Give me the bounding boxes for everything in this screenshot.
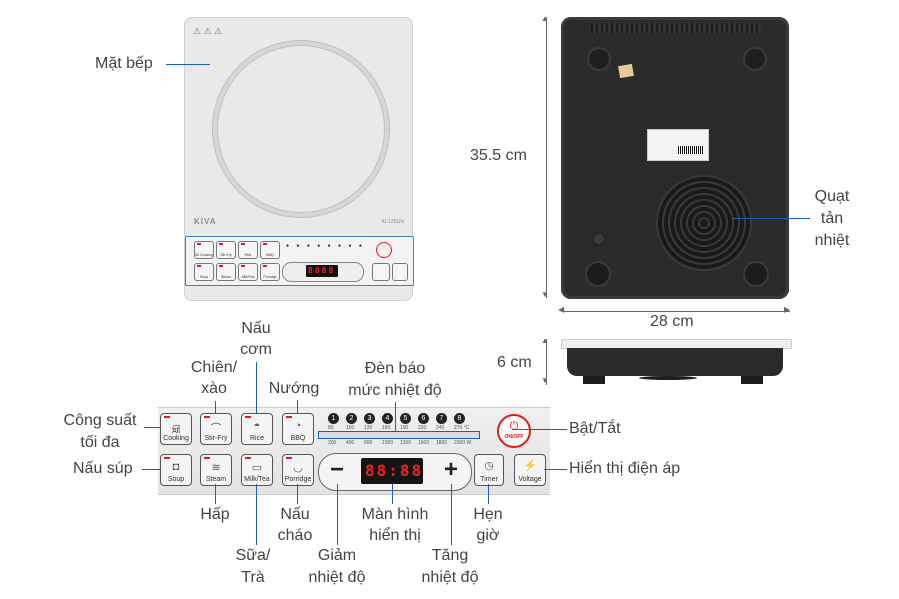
leader-rice [256, 362, 257, 414]
label-max-power-2: tối đa [80, 434, 120, 451]
dimension-height-label: 35.5 cm [470, 147, 527, 164]
increase-button[interactable]: + [443, 456, 458, 483]
label-increase-1: Tăng [431, 547, 469, 564]
label-decrease-1: Giảm [317, 547, 357, 564]
power-button[interactable]: ⏻ ON/OFF [497, 414, 531, 448]
temperature-indicator: 1 2 3 4 5 6 7 8 80 100 130 160 190 220 2… [318, 413, 480, 447]
timer-button[interactable]: ◷ Timer [474, 454, 504, 486]
brand-logo: KIVA [194, 217, 217, 226]
clock-icon: ◷ [484, 460, 494, 472]
cooking-zone-ring [213, 41, 389, 217]
steam-button[interactable]: ≋ Steam [200, 454, 232, 486]
leader-temp-indicator [395, 402, 396, 432]
dimension-width-line [562, 311, 790, 312]
label-decrease-2: nhiệt độ [308, 569, 366, 586]
rice-cooker-icon: ◓ [253, 420, 261, 432]
dimension-height-line [546, 17, 547, 298]
cooktop-image: ⚠ ⚠ ⚠ KIVA KI-125GN All Cooking Stir-Fry… [184, 17, 414, 301]
label-increase-2: nhiệt độ [421, 569, 479, 586]
label-display-2: hiển thị [369, 527, 421, 544]
bbq-button[interactable]: ◔ BBQ [282, 413, 314, 445]
rating-label [647, 129, 709, 161]
leader-display [392, 484, 393, 504]
leader-steam [215, 484, 216, 504]
label-onoff: Bật/Tắt [569, 420, 621, 437]
bowl-icon: ◡ [293, 462, 303, 474]
label-fan-3: nhiệt [814, 232, 850, 249]
label-milk-1: Sữa/ [235, 547, 271, 564]
label-porridge-1: Nấu [280, 506, 310, 523]
lightning-icon: ⚡ [523, 460, 537, 472]
label-fan-1: Quạt [814, 188, 850, 205]
label-timer-1: Hẹn [473, 506, 503, 523]
dimension-depth-label: 6 cm [497, 354, 532, 371]
label-porridge-2: cháo [277, 527, 313, 544]
leader-soup [142, 469, 161, 470]
leader-max-power [144, 427, 161, 428]
voltage-button[interactable]: ⚡ Voltage [514, 454, 546, 486]
label-steam: Hấp [200, 506, 230, 523]
wok-icon: ⌒ [210, 423, 222, 435]
warning-symbols: ⚠ ⚠ ⚠ [193, 26, 223, 36]
model-number: KI-125GN [381, 219, 404, 225]
vent-slots [591, 23, 761, 33]
label-display-1: Màn hình [361, 506, 429, 523]
leader-fan [733, 218, 810, 219]
soup-button[interactable]: ◘ Soup [160, 454, 192, 486]
leader-bbq [297, 400, 298, 414]
label-bbq: Nướng [268, 380, 320, 397]
label-cooktop: Mặt bếp [95, 55, 153, 72]
leader-cooktop [166, 64, 210, 65]
label-timer-2: giờ [476, 527, 500, 544]
leader-porridge [297, 484, 298, 504]
label-soup: Nấu súp [73, 460, 133, 477]
dimension-depth-line [546, 339, 547, 385]
label-rice-2: cơm [240, 341, 272, 358]
leader-fry [215, 401, 216, 414]
mini-control-panel: All Cooking Stir-Fry Rice BBQ Soup Steam… [185, 236, 414, 286]
milk-tea-button[interactable]: ▭ Milk/Tea [241, 454, 273, 486]
indicator-bar [318, 431, 480, 439]
rice-button[interactable]: ◓ Rice [241, 413, 273, 445]
label-milk-2: Trà [241, 569, 265, 586]
label-temp-indicator-1: Đèn báo [364, 360, 426, 377]
pan-icon: ▱ [171, 421, 181, 433]
power-icon: ⏻ [509, 420, 519, 432]
leader-milk [256, 484, 257, 545]
dimension-width-label: 28 cm [650, 313, 694, 330]
leader-voltage [544, 469, 567, 470]
label-temp-indicator-2: mức nhiệt độ [348, 382, 442, 399]
porridge-button[interactable]: ◡ Porridge [282, 454, 314, 486]
label-fry-1: Chiên/ [190, 359, 238, 376]
kettle-icon: ▭ [251, 462, 263, 474]
side-view-image [561, 339, 792, 385]
leader-onoff [512, 429, 567, 430]
sticker [618, 63, 634, 79]
decrease-button[interactable]: − [329, 456, 344, 483]
leader-increase [451, 484, 452, 545]
label-rice-1: Nấu [241, 320, 271, 337]
stir-fry-button[interactable]: ⌒ Stir-Fry [200, 413, 232, 445]
label-fan-2: tản [820, 210, 844, 227]
steamer-icon: ≋ [211, 462, 221, 474]
label-max-power-1: Công suất [63, 412, 137, 429]
all-cooking-button[interactable]: ▱ All Cooking [160, 413, 192, 445]
pot-icon: ◘ [172, 461, 180, 473]
leader-decrease [337, 484, 338, 545]
grill-icon: ◔ [294, 420, 302, 432]
label-voltage: Hiển thị điện áp [569, 460, 681, 477]
fan-grille [656, 175, 752, 271]
bottom-view-image [561, 17, 789, 299]
leader-timer [488, 484, 489, 504]
led-display: 88:88 [361, 458, 423, 484]
label-fry-2: xào [201, 380, 227, 397]
